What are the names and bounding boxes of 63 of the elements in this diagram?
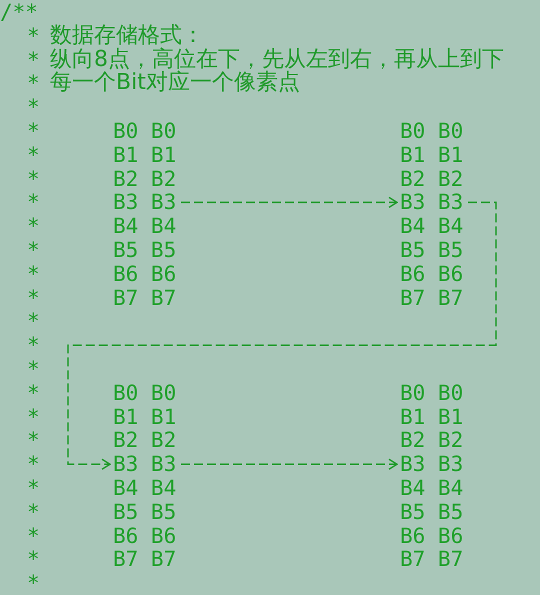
comment-marker: *: [27, 335, 40, 356]
bit-label: B6 B6: [113, 264, 176, 284]
comment-marker: *: [27, 526, 40, 546]
comment-marker: *: [27, 73, 40, 94]
comment-marker: *: [27, 50, 40, 70]
bit-label: B6 B6: [400, 526, 464, 546]
comment-marker: *: [27, 288, 40, 308]
bit-label: B0 B0: [113, 121, 176, 141]
bit-label: B5 B5: [400, 502, 464, 522]
bit-label: B3 B3: [113, 192, 176, 212]
bit-label: B7 B7: [113, 288, 176, 308]
comment-marker: /**: [0, 2, 38, 22]
bit-label: B0 B0: [113, 382, 176, 403]
arrow: [181, 458, 398, 470]
bit-label: B3 B3: [400, 454, 464, 474]
comment-marker: *: [27, 240, 40, 260]
comment-marker: *: [27, 382, 40, 403]
bit-label: B1 B1: [113, 406, 176, 427]
bit-label: B2 B2: [400, 430, 464, 450]
bit-label: B4 B4: [400, 478, 464, 498]
bit-label: B0 B0: [400, 121, 464, 141]
bit-label: B5 B5: [113, 502, 176, 522]
bit-label: B1 B1: [400, 144, 464, 165]
bit-label: B7 B7: [400, 288, 464, 308]
comment-marker: *: [27, 430, 40, 450]
comment-marker: *: [27, 573, 40, 594]
comment-marker: *: [27, 26, 40, 46]
bit-label: B2 B2: [400, 168, 464, 189]
comment-marker: *: [27, 216, 40, 236]
bit-label: B4 B4: [400, 216, 464, 236]
bit-label: B7 B7: [400, 549, 464, 570]
comment-marker: *: [27, 144, 40, 165]
comment-marker: *: [27, 549, 40, 570]
bit-label: B4 B4: [113, 216, 176, 236]
description-text: 每一个Bit对应一个像素点: [50, 73, 300, 94]
comment-marker: *: [27, 478, 40, 498]
bit-label: B3 B3: [400, 192, 464, 212]
comment-marker: *: [27, 359, 40, 379]
comment-marker: *: [27, 168, 40, 189]
bit-label: B4 B4: [113, 478, 176, 498]
bit-label: B1 B1: [113, 144, 176, 165]
bit-label: B5 B5: [400, 240, 464, 260]
bit-label: B3 B3: [113, 454, 176, 474]
bit-label: B1 B1: [400, 406, 464, 427]
arrow: [67, 202, 497, 470]
bit-label: B6 B6: [113, 526, 176, 546]
description-text: 纵向8点，高位在下，先从左到右，再从上到下: [50, 50, 504, 70]
comment-marker: *: [27, 264, 40, 284]
comment-marker: *: [27, 502, 40, 522]
bit-label: B6 B6: [400, 264, 464, 284]
comment-marker: *: [27, 311, 40, 332]
comment-marker: *: [27, 97, 40, 118]
bit-label: B0 B0: [400, 382, 464, 403]
bit-label: B2 B2: [113, 430, 176, 450]
arrow: [181, 196, 398, 208]
bit-label: B5 B5: [113, 240, 176, 260]
heading-text: 数据存储格式：: [50, 26, 204, 46]
comment-marker: *: [27, 192, 40, 212]
comment-marker: *: [27, 454, 40, 474]
comment-marker: *: [27, 121, 40, 141]
comment-marker: *: [27, 406, 40, 427]
bit-label: B2 B2: [113, 168, 176, 189]
bit-label: B7 B7: [113, 549, 176, 570]
